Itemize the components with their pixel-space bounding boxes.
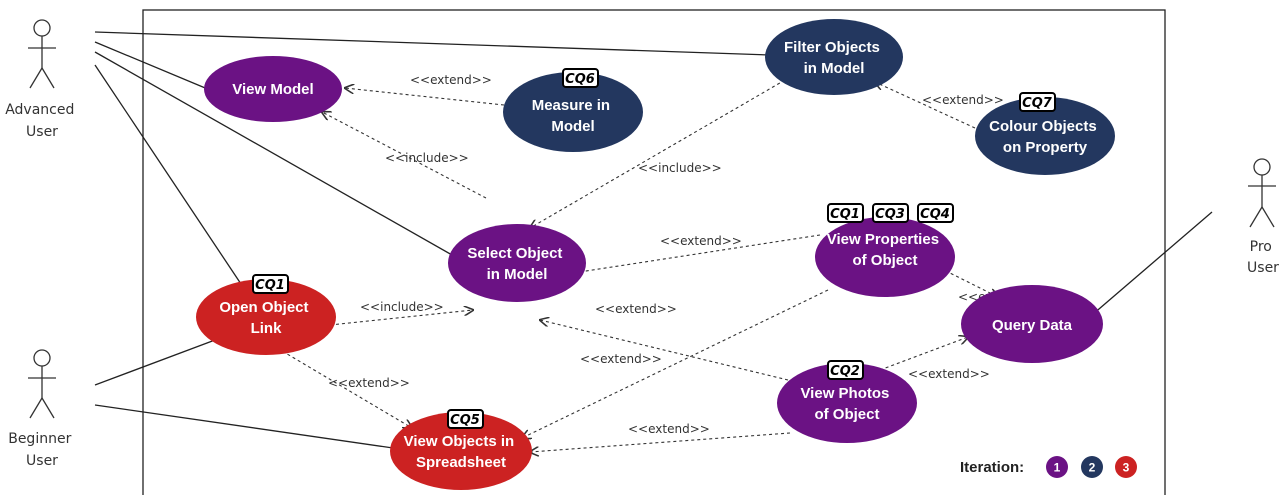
svg-text:CQ5: CQ5 <box>450 413 480 428</box>
use-case-measure-in-model: Measure in Model <box>503 72 643 152</box>
svg-text:Query Data: Query Data <box>992 317 1073 334</box>
rel-photos-select: <<extend>> <box>595 302 677 316</box>
use-case-view-model: View Model <box>204 56 342 122</box>
legend-num-1: 1 <box>1054 461 1061 475</box>
use-case-open-object-link: Open Object Link <box>196 279 336 355</box>
svg-text:Colour Objects on Proper: Colour Objects on Property <box>989 118 1101 156</box>
svg-text:CQ7: CQ7 <box>1022 96 1053 111</box>
legend-num-2: 2 <box>1089 461 1096 475</box>
svg-text:View Objects in Spreadsh: View Objects in Spreadsheet <box>404 433 519 471</box>
rel-photos-spreadsheet: <<extend>> <box>628 422 710 436</box>
svg-text:Filter Objects in Model: Filter Objects in Model <box>784 39 884 77</box>
use-case-filter-objects: Filter Objects in Model <box>765 19 903 95</box>
use-case-view-photos: View Photos of Object <box>777 363 917 443</box>
svg-text:View Properties of Objec: View Properties of Object <box>827 231 943 269</box>
svg-text:CQ6: CQ6 <box>565 72 595 87</box>
actor-advanced-user: Advanced User <box>5 19 79 140</box>
actor-label: Advanced User <box>5 102 79 140</box>
svg-text:View Model: View Model <box>232 81 313 98</box>
rel-photos-query: <<extend>> <box>908 367 990 381</box>
actor-label: Beginner User <box>8 431 76 469</box>
legend-num-3: 3 <box>1123 461 1130 475</box>
legend-dot-2 <box>1081 456 1103 478</box>
system-boundary <box>142 9 1166 495</box>
actor-beginner-user: Beginner User <box>8 349 76 469</box>
cq-tag-spreadsheet: CQ5 <box>447 409 484 429</box>
svg-text:View Photos of Object: View Photos of Object <box>800 385 893 423</box>
cq-tag-colour: CQ7 <box>1019 92 1056 112</box>
stick-figure-icon <box>1248 158 1276 228</box>
svg-text:CQ1: CQ1 <box>830 207 860 222</box>
rel-props-spreadsheet: <<extend>> <box>580 352 662 366</box>
iteration-legend: Iteration: 1 2 3 <box>960 456 1137 478</box>
use-case-colour-objects: Colour Objects on Property <box>975 97 1115 175</box>
cq-tag-props-3: CQ3 <box>872 203 909 223</box>
svg-text:CQ1: CQ1 <box>255 278 285 293</box>
use-case-select-object: Select Object in Model <box>448 224 586 302</box>
rel-props-select: <<extend>> <box>660 234 742 248</box>
legend-dot-3 <box>1115 456 1137 478</box>
use-case-query-data: Query Data <box>961 285 1103 363</box>
rel-select-view: <<include>> <box>385 151 469 165</box>
actor-pro-user: Pro User <box>1247 158 1279 276</box>
cq-tag-props-1: CQ1 <box>827 203 864 223</box>
cq-tag-measure: CQ6 <box>562 68 599 88</box>
associations <box>94 31 1213 449</box>
rel-filter-select: <<include>> <box>638 161 722 175</box>
svg-text:Open Object Link: Open Object Link <box>219 299 312 337</box>
svg-text:Select Object in Model: Select Object in Model <box>467 245 566 283</box>
rel-open-spreadsheet: <<extend>> <box>328 376 410 390</box>
stick-figure-icon <box>28 349 56 419</box>
stick-figure-icon <box>28 19 56 89</box>
svg-text:CQ4: CQ4 <box>920 207 950 222</box>
cq-tag-photos: CQ2 <box>827 360 864 380</box>
cq-tag-open-link: CQ1 <box>252 274 289 294</box>
cq-tag-props-4: CQ4 <box>917 203 954 223</box>
legend-dot-1 <box>1046 456 1068 478</box>
use-case-view-properties: View Properties of Object <box>815 217 955 297</box>
rel-measure-view: <<extend>> <box>410 73 492 87</box>
legend-label: Iteration: <box>960 459 1024 476</box>
svg-text:CQ3: CQ3 <box>875 207 905 222</box>
rel-colour-filter: <<extend>> <box>922 93 1004 107</box>
rel-open-select: <<include>> <box>360 300 444 314</box>
actor-label: Pro User <box>1247 239 1279 276</box>
svg-text:CQ2: CQ2 <box>830 364 860 379</box>
svg-text:Measure in Model: Measure in Model <box>532 97 615 135</box>
use-case-view-objects-spreadsheet: View Objects in Spreadsheet <box>390 412 532 490</box>
dependencies <box>271 79 998 452</box>
